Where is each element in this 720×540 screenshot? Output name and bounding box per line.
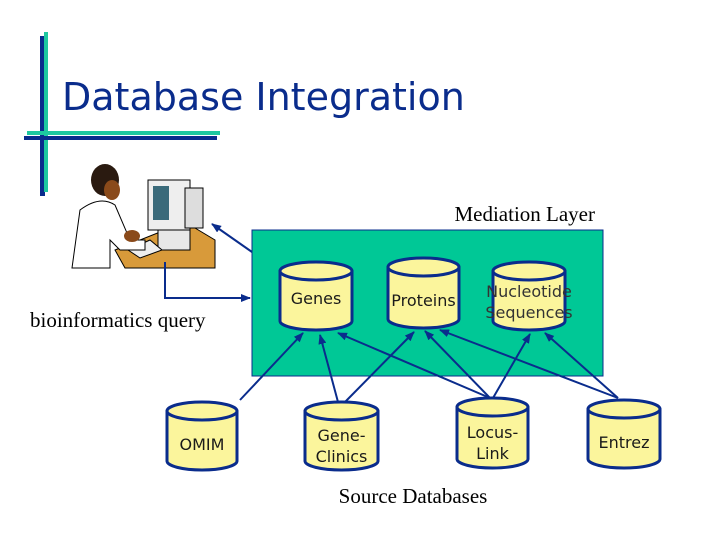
cylinder-locuslink: Locus- Link (455, 396, 530, 470)
cylinder-gene-clinics: Gene- Clinics (303, 400, 380, 472)
source-databases-label: Source Databases (339, 484, 488, 508)
database-label: Gene- (318, 426, 366, 445)
cylinder-genes: Genes (278, 260, 354, 332)
user-computer-icon (71, 164, 216, 269)
database-label: Locus- (467, 423, 518, 442)
database-label: Clinics (316, 447, 368, 466)
cylinder-proteins: Proteins (386, 256, 461, 330)
database-label: Proteins (391, 291, 455, 310)
query-label: bioinformatics query (30, 308, 206, 332)
database-label: Link (476, 444, 510, 463)
mediation-layer-label: Mediation Layer (454, 202, 595, 226)
database-label: OMIM (180, 435, 225, 454)
title-decoration (24, 32, 220, 196)
query-arrow (164, 262, 251, 302)
database-label: Sequences (485, 303, 572, 322)
cylinder-entrez: Entrez (586, 398, 662, 470)
database-label: Entrez (599, 433, 650, 452)
cylinder-omim: OMIM (165, 400, 239, 472)
database-label: Genes (291, 289, 342, 308)
database-label: Nucleotide (486, 282, 572, 301)
arrows (164, 223, 619, 403)
result-arrow (211, 223, 253, 253)
slide-title: Database Integration (62, 75, 465, 119)
